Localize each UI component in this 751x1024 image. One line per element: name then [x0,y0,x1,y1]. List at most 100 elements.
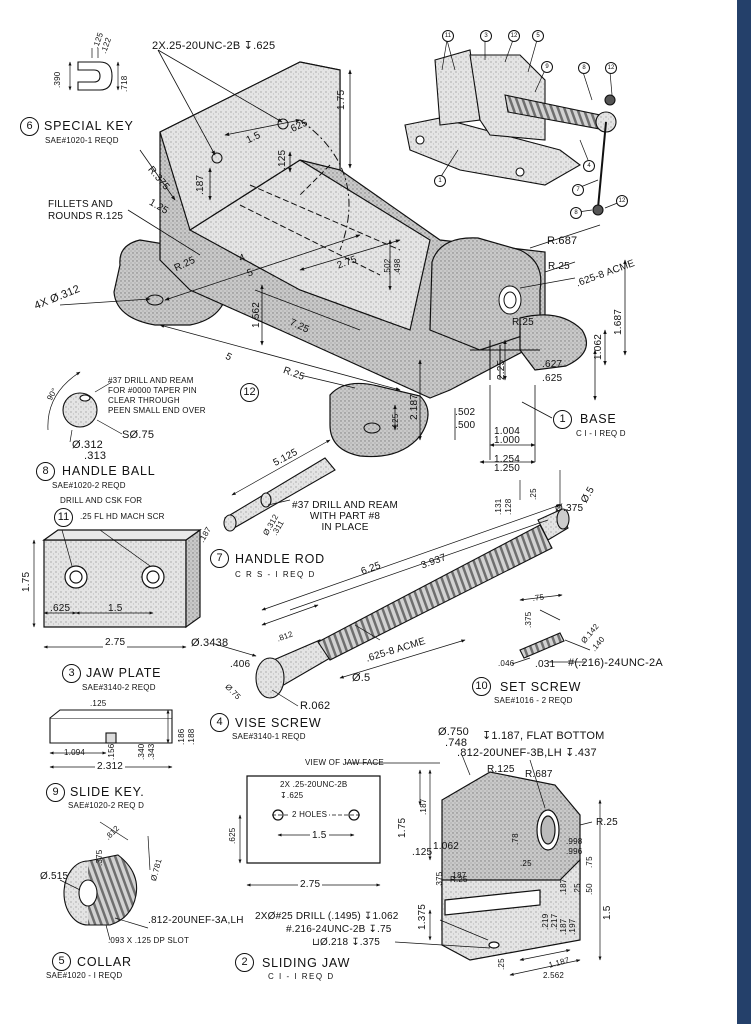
slide-key-length: 2.312 [95,761,126,772]
part-number-7: 7 [210,549,229,568]
vise-screw-dim-128: .128 [504,498,513,515]
base-dim-r25d: R.25 [512,317,534,328]
jaw-dim-187c: .187 [559,878,568,895]
vise-screw-spec: SAE#3140-1 REQD [232,732,306,741]
vise-screw-dim-r062: R.062 [300,700,331,712]
jaw-dim-187d: .187 [559,918,568,935]
set-screw-drawing [519,632,565,659]
set-screw-dim-75: .75 [531,592,545,603]
collar-dim-375: .375 [95,849,104,866]
jaw-dim-50: .50 [585,883,594,895]
part-number-9: 9 [46,783,65,802]
handle-ball-spec: SAE#1020-2 REQD [52,481,126,490]
jaw-drill-note: 2XØ#25 DRILL (.1495) ↧1.062 [255,911,399,922]
special-key-dim-c: .390 [53,71,62,88]
jaw-bore-depth-note: ↧1.187, FLAT BOTTOM [482,730,605,742]
slide-key-dim-156: .156 [107,743,116,760]
base-dim-1254: 1.254 [494,454,521,465]
handle-rod-spec: C R S - I REQ D [235,570,316,579]
jaw-face-holes-note: 2 HOLES [290,810,330,819]
jaw-dim-219: .219 [541,913,550,930]
jaw-bore-dia-b: .748 [445,737,468,749]
jaw-dim-r25b: R.25 [450,875,468,884]
base-dim-175: 1.75 [336,89,347,110]
part-number-10: 10 [472,677,491,696]
jaw-plate-spec: SAE#3140-2 REQD [82,683,156,692]
base-dim-125: .125 [277,149,288,170]
set-screw-dim-046: .046 [498,659,515,668]
handle-ball-note-ref: 12 [240,383,259,402]
set-screw-thread: #(.216)-24UNC-2A [568,657,663,669]
part-number-3: 3 [62,664,81,683]
jaw-plate-edge: .625 [50,603,71,614]
slide-key-dim-188: .188 [187,728,196,745]
handle-ball-note: #37 DRILL AND REAM FOR #0000 TAPER PIN C… [108,376,206,415]
jaw-face-depth-note: ↧.625 [280,791,304,800]
assembly-callout-8b: 8 [570,207,582,219]
jaw-face-thread-note: 2X .25-20UNC-2B [280,780,348,789]
base-fillets-note: FILLETS AND ROUNDS R.125 [48,199,124,222]
assembly-callout-8: 8 [578,62,590,74]
jaw-dim-25b: .25 [573,883,582,895]
part-number-2: 2 [235,953,254,972]
jaw-plate-width: 2.75 [103,637,128,648]
base-dim-125c: .125 [391,413,400,430]
base-tapped-hole-note: 2X.25-20UNC-2B ↧.625 [152,40,276,52]
jaw-dim-1375: 1.375 [417,903,428,930]
jaw-dim-r125: R.125 [487,764,515,775]
handle-rod-note: #37 DRILL AND REAM WITH PART #8 IN PLACE [292,500,399,533]
vise-screw-drawing [255,508,570,699]
jaw-dim-187: .187 [419,798,428,815]
jaw-dim-998: .998 [566,837,583,846]
assembly-callout-7: 7 [572,184,584,196]
jaw-dim-78: .78 [511,833,520,845]
base-dim-1687: 1.687 [613,308,624,335]
set-screw-dim-031: .031 [535,659,556,670]
base-dim-1000: 1.000 [494,435,521,446]
jaw-plate-note-ref: 11 [54,508,73,527]
handle-ball-bore-b: .313 [84,450,107,462]
jaw-dim-25: .25 [520,859,532,868]
jaw-plate-note: DRILL AND CSK FOR [60,496,143,505]
jaw-plate-title: JAW PLATE [86,666,162,680]
slide-key-title: SLIDE KEY. [70,785,145,799]
assembly-callout-12b: 12 [605,62,617,74]
jaw-plate-spacing: 1.5 [108,603,123,614]
assembly-callout-9: 9 [541,61,553,73]
assembly-callout-5: 5 [532,30,544,42]
base-dim-2187: 2.187 [409,393,420,420]
base-dim-1062: 1.062 [593,333,604,360]
vise-screw-dim-131: .131 [494,498,503,515]
base-dim-187: .187 [195,174,206,195]
jaw-dim-375: .375 [435,871,444,888]
slide-key-drawing [49,709,173,744]
jaw-dim-r687: R.687 [525,769,553,780]
jaw-face-view-label: VIEW OF JAW FACE [305,758,384,767]
sliding-jaw-spec: C I - I REQ D [268,972,335,981]
assembly-callout-4: 4 [583,160,595,172]
special-key-title: SPECIAL KEY [44,119,134,133]
base-dim-625b: .625 [542,373,563,384]
slide-key-spec: SAE#1020-2 REQ D [68,801,145,810]
jaw-dim-r25: R.25 [596,817,618,828]
jaw-dim-217: .217 [550,913,559,930]
jaw-dim-15: 1.5 [602,905,613,920]
collar-drawing [63,854,138,926]
jaw-face-dim-625: .625 [228,827,237,844]
handle-ball-title: HANDLE BALL [62,464,156,478]
base-dim-225: 2.25 [496,359,507,380]
base-title: BASE [580,412,617,426]
vise-screw-title: VISE SCREW [235,716,322,730]
base-r687-note: R.687 [547,235,578,247]
jaw-dim-197: .197 [568,918,577,935]
slide-key-dim-343: .343 [147,743,156,760]
jaw-face-drawing [246,775,381,864]
jaw-bore-dia-a: Ø.750 [438,726,469,738]
jaw-face-dim-275: 2.75 [298,879,323,890]
assembly-callout-3: 3 [480,30,492,42]
handle-ball-sphere: SØ.75 [122,429,155,441]
vise-screw-dim-d5b: Ø.5 [352,672,371,684]
part-number-6: 6 [20,117,39,136]
handle-ball-drawing [62,392,98,428]
part-number-8: 8 [36,462,55,481]
